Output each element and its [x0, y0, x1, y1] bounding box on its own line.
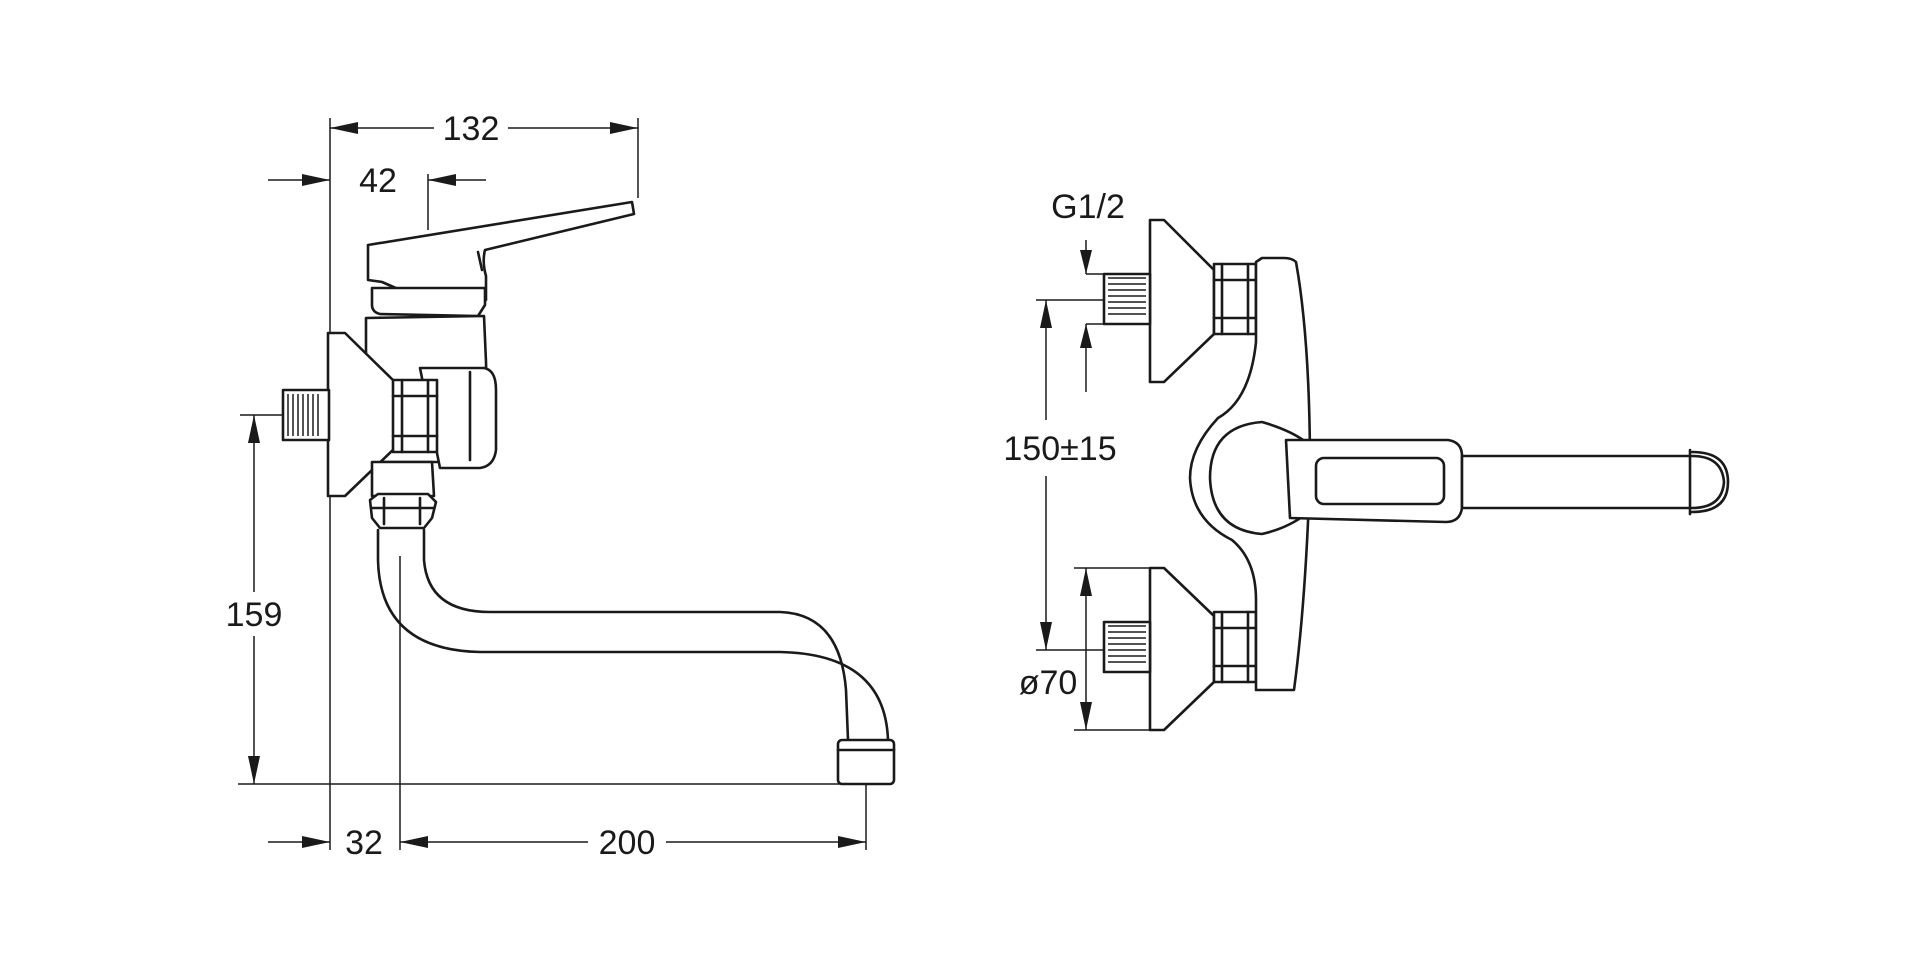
side-knob — [418, 366, 498, 470]
dim-32: 32 — [268, 824, 383, 862]
dim-o70-label: ø70 — [1019, 664, 1078, 702]
dim-32-label: 32 — [345, 824, 383, 862]
dim-132-label: 132 — [443, 110, 500, 148]
dim-g12-label: G1/2 — [1051, 188, 1125, 226]
dim-132: 132 — [330, 110, 639, 198]
spout-nut — [368, 460, 438, 530]
upper-rosette — [1148, 218, 1216, 384]
valve-cap — [370, 286, 487, 318]
dim-150-label: 150±15 — [1003, 430, 1116, 468]
spout-tube — [376, 528, 890, 742]
lower-rosette — [1148, 566, 1216, 732]
aerator — [836, 738, 896, 786]
lower-inlet-thread — [1102, 620, 1152, 674]
upper-hex-nut — [1212, 262, 1258, 336]
front-spout — [1460, 454, 1726, 510]
dim-159: 159 — [226, 414, 283, 784]
front-view: G1/2 150±15 ø70 — [1003, 188, 1730, 732]
dim-42-label: 42 — [359, 162, 397, 200]
upper-inlet-thread — [1102, 272, 1152, 326]
dim-42: 42 — [268, 162, 486, 230]
front-lever — [1284, 438, 1464, 524]
dim-159-label: 159 — [226, 596, 283, 634]
lower-hex-nut — [1212, 610, 1258, 684]
dim-o70: ø70 — [1019, 567, 1150, 731]
side-view: 132 42 159 32 — [226, 110, 896, 862]
dim-150: 150±15 — [1003, 299, 1117, 651]
dim-g12: G1/2 — [1051, 188, 1125, 392]
dim-200: 200 — [400, 824, 866, 862]
dim-200-label: 200 — [599, 824, 656, 862]
hex-nut — [391, 378, 439, 454]
inlet-thread — [281, 388, 331, 442]
